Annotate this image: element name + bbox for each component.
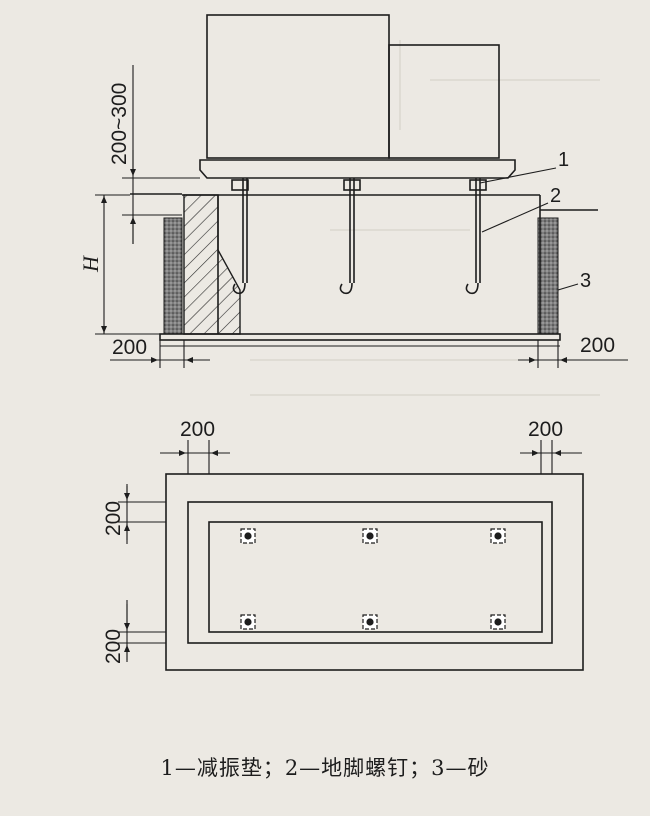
- dim-plan-top-left-label: 200: [180, 418, 215, 441]
- dimension-plan-top-left: 200: [160, 418, 230, 474]
- plan-outer-rect: [165, 473, 584, 671]
- bolt-marker: [240, 528, 256, 544]
- sand-fill-right: [537, 217, 559, 335]
- dim-bottom-right-label: 200: [580, 334, 615, 357]
- dimension-plan-left-lower: 200: [102, 600, 166, 664]
- bolt-marker: [362, 528, 378, 544]
- anchor-bolt: [232, 178, 248, 295]
- callout-2: 2: [550, 185, 561, 207]
- anchor-bolt: [339, 178, 355, 295]
- vibration-pad: [231, 179, 249, 191]
- dim-plan-top-right-label: 200: [528, 418, 563, 441]
- bolt-grid: [240, 528, 506, 630]
- foundation-bottom: [159, 333, 561, 341]
- callout-3: 3: [580, 270, 591, 292]
- dim-gap-label: 200~300: [108, 83, 131, 165]
- dim-height-label: H: [78, 255, 103, 273]
- dimension-gap: 200~300: [108, 65, 200, 244]
- plan-inner-rect: [208, 521, 543, 633]
- plan-view: 200 200 200 200: [102, 418, 584, 671]
- sand-fill-left: [163, 217, 183, 335]
- figure-caption: 1—减振垫；2—地脚螺钉；3—砂: [160, 756, 490, 780]
- section-view: 200~300 H 200 200: [78, 14, 628, 368]
- dimension-plan-top-right: 200: [520, 418, 582, 474]
- anchor-bolt: [465, 178, 481, 295]
- callout-1: 1: [558, 149, 569, 171]
- bolt-marker: [240, 614, 256, 630]
- dim-plan-left-lower-label: 200: [102, 629, 125, 664]
- vibration-pad: [343, 179, 361, 191]
- dimension-bottom-right: 200: [518, 334, 628, 368]
- dimension-height: H: [78, 194, 160, 335]
- equipment-motor-box: [388, 44, 500, 159]
- foundation-wall-section: [183, 194, 241, 335]
- equipment-upper-box: [206, 14, 390, 159]
- plan-middle-rect: [187, 501, 553, 644]
- dim-plan-left-upper-label: 200: [102, 501, 125, 536]
- equipment-base: [199, 159, 516, 179]
- bolt-marker: [490, 528, 506, 544]
- dimension-plan-left-upper: 200: [102, 484, 166, 544]
- dim-bottom-left-label: 200: [112, 336, 147, 359]
- bolt-marker: [362, 614, 378, 630]
- dimension-bottom-left: 200: [110, 336, 210, 368]
- bolt-marker: [490, 614, 506, 630]
- vibration-pad: [469, 179, 487, 191]
